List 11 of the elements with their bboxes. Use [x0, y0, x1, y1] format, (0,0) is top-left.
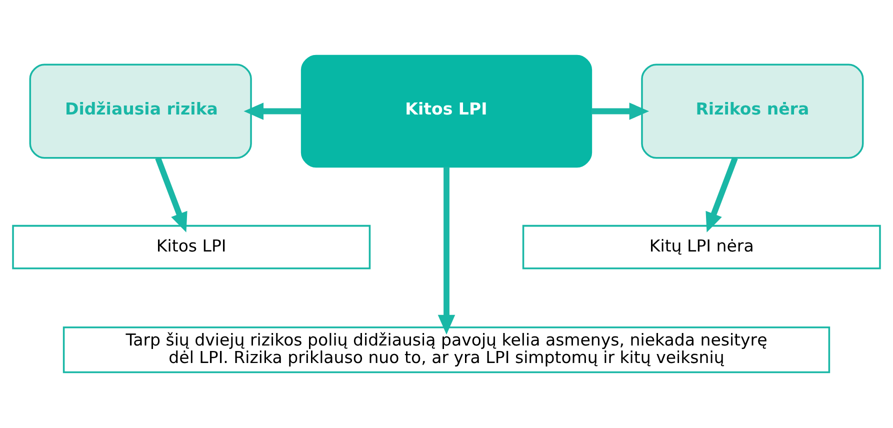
node-box: Didžiausia rizika: [29, 64, 252, 159]
arrow: [591, 102, 650, 120]
arrow: [155, 156, 188, 232]
node-box: Rizikos nėra: [641, 64, 864, 159]
node-box: Kitos LPI: [12, 224, 371, 270]
node-box: Kitų LPI nėra: [522, 224, 881, 270]
arrow: [706, 156, 738, 232]
arrow: [244, 102, 302, 120]
node-box: Tarp šių dviejų rizikos polių didžiausią pavojų kelia asmenys, niekada nesityrę dėl LPI. Rizika priklauso nuo to, ar yra LPI simptomų ir kitų veiksnių: [62, 326, 830, 374]
node-box: Kitos LPI: [300, 54, 592, 168]
arrow: [438, 166, 456, 335]
